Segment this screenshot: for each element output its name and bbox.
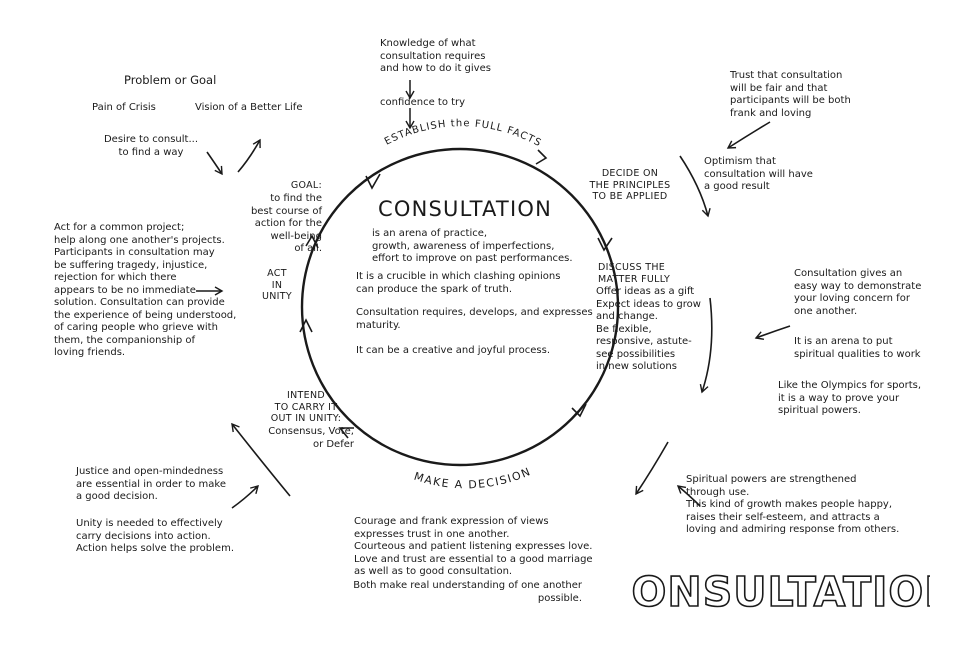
arrow-bottom-left xyxy=(231,422,291,497)
center-maturity-text: Consultation requires, develops, and exp… xyxy=(356,307,593,331)
note-loving-concern: Consultation gives an easy way to demons… xyxy=(794,268,922,317)
arc-label-establish: ESTABLISH the FULL FACTS xyxy=(383,118,543,149)
stage-decide-principles: DECIDE ON THE PRINCIPLES TO BE APPLIED xyxy=(589,168,671,202)
stage-intend-options: Consensus, Vote, or Defer xyxy=(268,426,354,450)
note-desire: Desire to consult... to find a way xyxy=(103,134,199,158)
note-knowledge: Knowledge of what consultation requires … xyxy=(380,38,491,74)
cycle-arrow-3 xyxy=(597,237,613,252)
note-spiritual-arena: It is an arena to put spiritual qualitie… xyxy=(794,336,921,360)
stage-intend: INTEND TO CARRY IT OUT IN UNITY: xyxy=(270,390,342,424)
cycle-circle xyxy=(300,147,620,467)
consultation-logo-title: CONSULTATION xyxy=(630,567,930,614)
center-title: CONSULTATION xyxy=(377,197,552,221)
stage-act-in-unity: ACT IN UNITY xyxy=(262,268,292,302)
cycle-arrow-6 xyxy=(299,318,313,333)
note-olympics: Like the Olympics for sports, it is a wa… xyxy=(778,380,922,416)
note-understanding: Both make real understanding of one anot… xyxy=(353,580,582,604)
note-courage: Courage and frank expression of views ex… xyxy=(354,516,593,577)
arrow-bottom-right xyxy=(635,441,669,496)
arrow-justice xyxy=(231,485,259,509)
arrow-up-to-vision xyxy=(237,138,261,173)
note-common-project: Act for a common project; help along one… xyxy=(54,222,237,358)
note-problem-goal: Problem or Goal xyxy=(124,73,217,87)
cycle-arrow-7 xyxy=(305,234,319,249)
center-arena-text: is an arena of practice, growth, awarene… xyxy=(372,228,573,264)
svg-text:CONSULTATION: CONSULTATION xyxy=(630,568,930,614)
stage-discuss-heading: DISCUSS THE MATTER FULLY xyxy=(598,262,671,285)
cycle-arrow-5 xyxy=(338,427,354,439)
arrow-right-down-mid xyxy=(699,297,713,394)
note-pain-crisis: Pain of Crisis xyxy=(92,102,156,113)
arrow-desire-to-cycle xyxy=(206,151,223,176)
arrow-loving xyxy=(754,325,791,340)
cycle-arrow-1 xyxy=(365,173,381,190)
cycle-arrow-2 xyxy=(535,149,548,165)
stage-goal-heading: GOAL: xyxy=(290,180,322,191)
arc-label-decision: MAKE A DECISION xyxy=(412,465,533,492)
arrow-right-down-top xyxy=(679,155,711,218)
note-unity: Unity is needed to effectively carry dec… xyxy=(76,518,235,554)
note-vision: Vision of a Better Life xyxy=(195,102,303,113)
cycle-arrow-4 xyxy=(571,403,587,418)
note-optimism: Optimism that consultation will have a g… xyxy=(704,156,813,192)
note-spiritual-powers: Spiritual powers are strengthened throug… xyxy=(686,474,900,535)
stage-discuss-body: Offer ideas as a gift Expect ideas to gr… xyxy=(596,286,701,372)
arrow-trust xyxy=(726,121,771,149)
arrow-spiritual xyxy=(676,485,701,507)
note-justice: Justice and open-mindedness are essentia… xyxy=(76,466,227,502)
note-trust: Trust that consultation will be fair and… xyxy=(730,70,851,119)
stage-goal-body: to find the best course of action for th… xyxy=(250,193,322,254)
center-crucible-text: It is a crucible in which clashing opini… xyxy=(356,271,561,295)
note-confidence: confidence to try xyxy=(380,97,466,108)
center-joyful-text: It can be a creative and joyful process. xyxy=(356,345,551,356)
